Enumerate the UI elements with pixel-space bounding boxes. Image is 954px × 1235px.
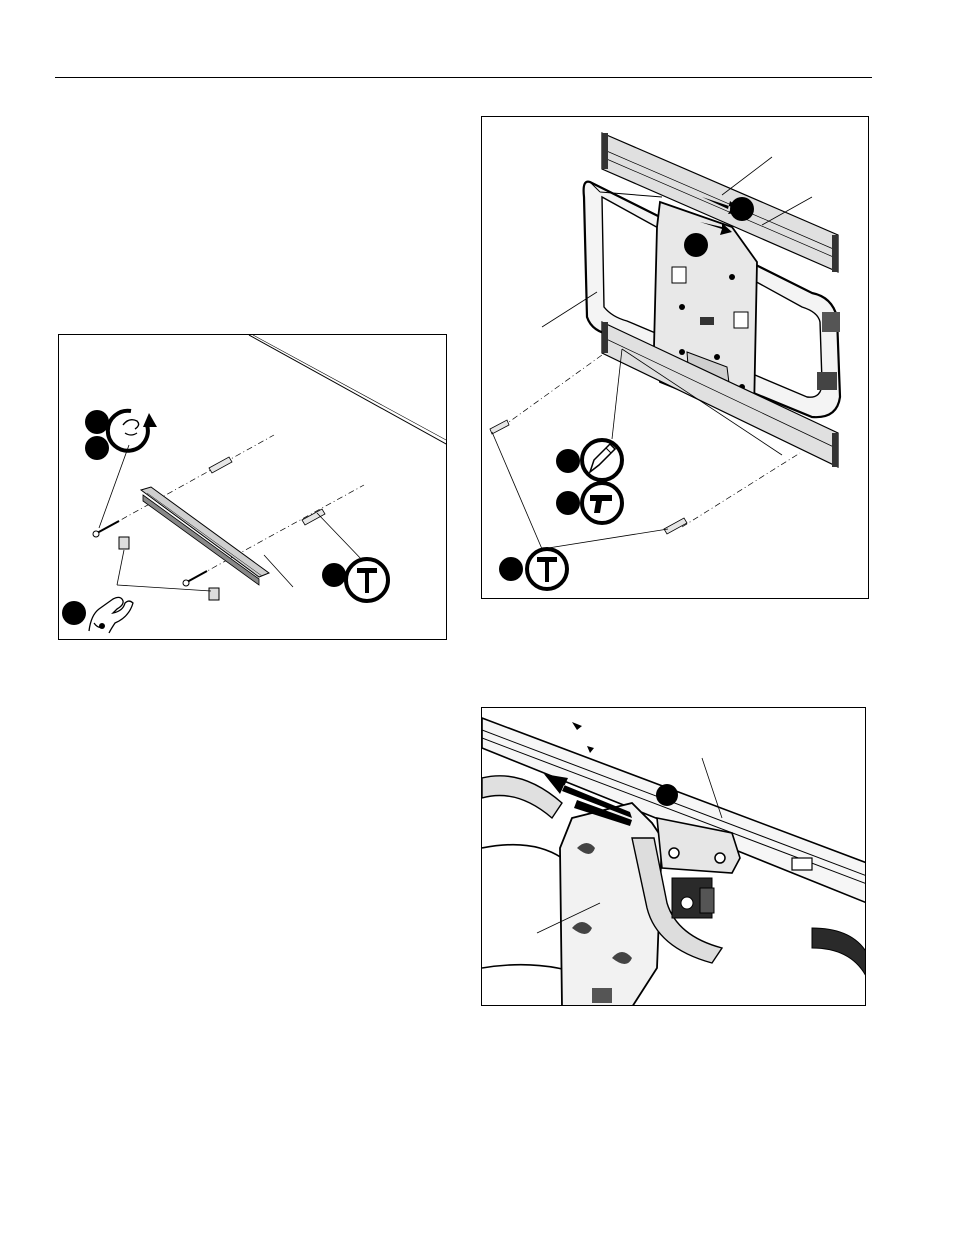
pencil-icon — [582, 440, 622, 480]
callout-circle-b — [684, 233, 708, 257]
hammer-icon — [346, 559, 388, 601]
figure-slide-bracket-detail — [481, 707, 866, 1006]
figure-wall-rail-installation — [58, 334, 447, 640]
header-rule — [55, 77, 872, 78]
callout-circle-3 — [322, 563, 346, 587]
screw-upper — [93, 521, 119, 537]
wall-edge-line — [249, 335, 447, 445]
callout-circle-c — [556, 449, 580, 473]
wall-rail-illustration — [59, 335, 447, 640]
hammer-icon — [527, 549, 567, 589]
plate-slot — [672, 267, 686, 283]
plate-label — [700, 317, 714, 325]
rail-detail — [482, 718, 866, 903]
clip-lower — [209, 588, 219, 600]
anchor-upper — [209, 457, 232, 473]
clip-upper — [119, 537, 129, 549]
drill-icon — [582, 483, 622, 523]
callout-circle-2 — [85, 436, 109, 460]
hand-icon — [89, 597, 133, 633]
wall-rail — [141, 487, 269, 585]
plate-slot — [734, 312, 748, 328]
screw-lower — [183, 571, 207, 586]
callout-circle-slide — [656, 784, 678, 806]
callout-circle-1 — [85, 410, 109, 434]
figure-interface-bracket-to-rail — [481, 116, 869, 599]
mount-assembly-illustration — [482, 117, 869, 599]
wall-edge-line-2 — [253, 335, 447, 441]
callout-circle-e — [499, 557, 523, 581]
turn-hand-icon — [108, 411, 157, 451]
callout-circle-4 — [62, 601, 86, 625]
callout-circle-a — [730, 197, 754, 221]
anchor-left — [490, 420, 509, 434]
callout-circle-d — [556, 491, 580, 515]
slide-detail-illustration — [482, 708, 866, 1006]
